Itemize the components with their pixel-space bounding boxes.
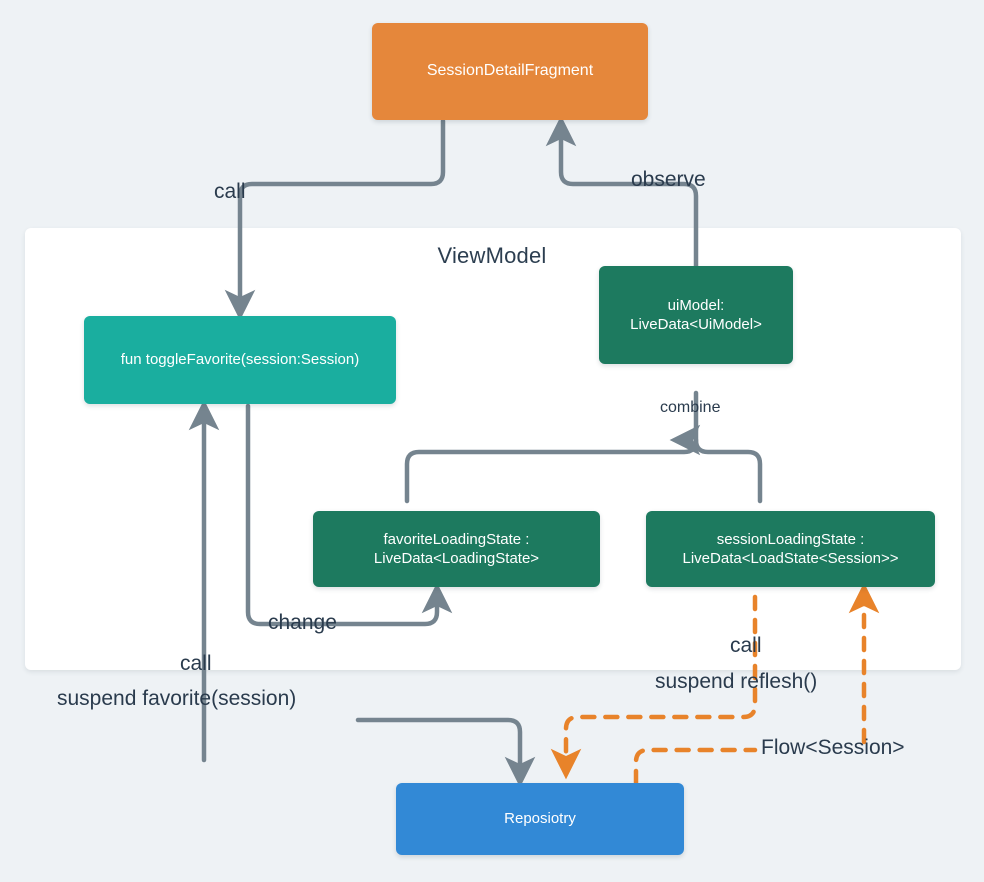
edge-label-call-repository-return: call [180, 652, 212, 675]
node-repository[interactable]: Reposiotry [396, 783, 684, 855]
edge-label-change: change [268, 611, 337, 634]
edge-label-suspend-reflesh: suspend reflesh() [655, 670, 818, 693]
node-session-detail-fragment-label: SessionDetailFragment [426, 62, 594, 80]
edge-label-suspend-favorite: suspend favorite(session) [57, 687, 297, 710]
edge-label-call-reflesh: call [730, 634, 762, 657]
node-toggle-favorite[interactable]: fun toggleFavorite(session:Session) [84, 316, 396, 404]
node-repository-label: Reposiotry [504, 810, 576, 828]
node-ui-model-label: uiModel: LiveData<UiModel> [630, 296, 762, 334]
node-session-detail-fragment[interactable]: SessionDetailFragment [372, 23, 648, 120]
node-toggle-favorite-label: fun toggleFavorite(session:Session) [120, 351, 360, 369]
edge-label-flow-session: Flow<Session> [761, 736, 905, 759]
node-session-loading-state-label: sessionLoadingState : LiveData<LoadState… [682, 530, 899, 568]
edge-label-call-fragment-to-togglefavorite: call [214, 180, 246, 203]
node-session-loading-state[interactable]: sessionLoadingState : LiveData<LoadState… [646, 511, 935, 587]
viewmodel-container-title: ViewModel [437, 243, 547, 268]
edge-label-combine: combine [660, 399, 721, 416]
node-ui-model[interactable]: uiModel: LiveData<UiModel> [599, 266, 793, 364]
edge-label-observe: observe [631, 168, 706, 191]
